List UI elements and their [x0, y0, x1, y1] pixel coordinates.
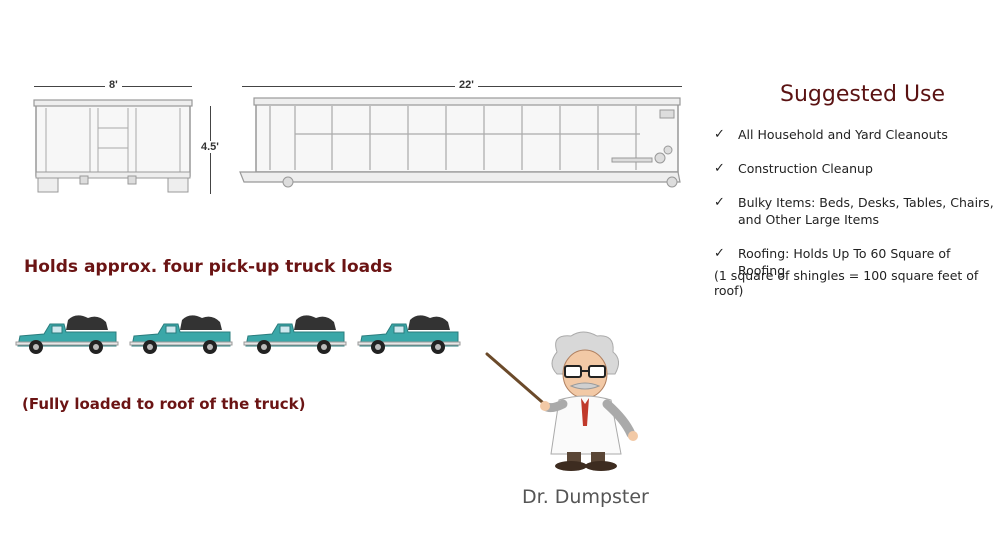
suggested-use-title: Suggested Use: [780, 82, 946, 107]
length-label: 22': [455, 79, 478, 91]
suggested-use-text: Construction Cleanup: [738, 161, 873, 176]
capacity-note: (Fully loaded to roof of the truck): [22, 395, 306, 413]
suggested-use-item: ✓ Bulky Items: Beds, Desks, Tables, Chai…: [714, 194, 996, 228]
pickup-truck-icon: [15, 315, 119, 354]
suggested-use-text: Bulky Items: Beds, Desks, Tables, Chairs…: [738, 195, 994, 227]
capacity-headline: Holds approx. four pick-up truck loads: [24, 257, 393, 277]
height-label: 4.5': [197, 141, 223, 153]
suggested-use-list: ✓ All Household and Yard Cleanouts ✓ Con…: [714, 126, 996, 279]
dumpster-end-view: [33, 99, 193, 193]
pickup-truck-icon: [129, 315, 233, 354]
check-icon: ✓: [714, 127, 725, 142]
dumpster-side-view: [239, 97, 681, 188]
suggested-use-text: All Household and Yard Cleanouts: [738, 127, 948, 142]
mascot-name: Dr. Dumpster: [522, 486, 649, 508]
suggested-use-text: Roofing: Holds Up To 60 Square of Roofin…: [738, 246, 951, 278]
width-label: 8': [105, 79, 122, 91]
check-icon: ✓: [714, 161, 725, 176]
check-icon: ✓: [714, 246, 725, 261]
dr-dumpster-mascot: [485, 331, 638, 471]
suggested-use-item: ✓ All Household and Yard Cleanouts: [714, 126, 996, 143]
pickup-truck-icon: [357, 315, 461, 354]
suggested-use-item: ✓ Roofing: Holds Up To 60 Square of Roof…: [714, 245, 996, 279]
roofing-note: (1 square of shingles = 100 square feet …: [714, 268, 979, 298]
suggested-use-item: ✓ Construction Cleanup: [714, 160, 996, 177]
pickup-truck-icon: [243, 315, 347, 354]
check-icon: ✓: [714, 195, 725, 210]
